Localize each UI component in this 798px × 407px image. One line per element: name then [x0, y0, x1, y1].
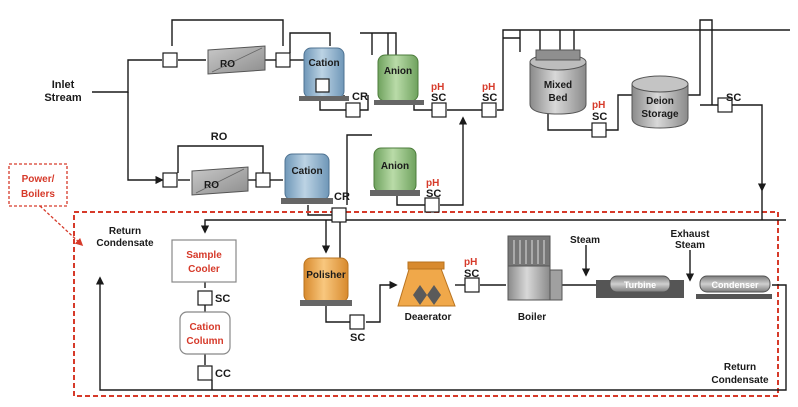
- steam-label: Steam: [570, 235, 600, 246]
- sc-label: SC: [426, 188, 441, 200]
- sc-label: SC: [464, 268, 479, 280]
- cation-tank-top: Cation: [299, 47, 349, 101]
- mixed-bed-label-1: Mixed: [544, 80, 572, 91]
- deaerator: Deaerator: [397, 261, 456, 323]
- sc-sensor: [464, 277, 480, 293]
- boiler-label: Boiler: [518, 312, 546, 323]
- ph-label: pH: [464, 257, 477, 268]
- sc-label: SC: [482, 92, 497, 104]
- mixed-bed-label-2: Bed: [549, 93, 568, 104]
- valve: [162, 172, 178, 188]
- return-condensate-label-2: Condensate: [96, 238, 154, 249]
- ro-unit-top: RO: [207, 45, 266, 75]
- ph-label: pH: [592, 100, 605, 111]
- piping-top: [92, 19, 790, 216]
- anion-tank-top: Anion: [374, 54, 424, 105]
- cr-label: CR: [352, 91, 368, 103]
- cation-top-label: Cation: [308, 58, 339, 69]
- turbine-label: Turbine: [624, 280, 656, 290]
- cr-sensor-bottom: [331, 207, 347, 223]
- anion-bottom-label: Anion: [381, 161, 409, 172]
- deion-label-2: Storage: [641, 109, 679, 120]
- sc-label: SC: [350, 332, 365, 344]
- deion-storage-tank: Deion Storage: [631, 75, 689, 129]
- sc-sensor: [349, 314, 365, 330]
- sc-label: SC: [726, 92, 741, 104]
- turbine: Turbine: [596, 275, 684, 298]
- sc-sensor: [431, 102, 447, 118]
- valve: [275, 52, 291, 68]
- condenser-label: Condenser: [711, 280, 759, 290]
- return-bottom-label-1: Return: [724, 362, 756, 373]
- anion-tank-bottom: Anion: [370, 147, 420, 196]
- ro-bottom-label: RO: [204, 180, 219, 191]
- cc-label: CC: [215, 368, 231, 380]
- ph-label: pH: [431, 82, 444, 93]
- cation-tank-bottom: Cation: [281, 153, 333, 204]
- callout-arrow: [39, 205, 84, 247]
- return-bottom-label-2: Condensate: [711, 375, 769, 386]
- polisher-tank: Polisher: [300, 257, 352, 306]
- cation-column-label-2: Column: [186, 336, 223, 347]
- valve: [255, 172, 271, 188]
- instrument-labels: CR pH SC pH SC pH SC SC CR pH SC SC SC p…: [215, 82, 741, 380]
- ph-label: pH: [482, 82, 495, 93]
- anion-top-label: Anion: [384, 66, 412, 77]
- sc-sensor: [481, 102, 497, 118]
- power-boilers-callout: [8, 163, 68, 207]
- valve-boxes: [162, 52, 733, 381]
- ro-bottom-header: RO: [211, 131, 228, 143]
- return-condensate-label-1: Return: [109, 226, 141, 237]
- sc-sensor: [424, 197, 440, 213]
- stream-label: Stream: [44, 92, 82, 104]
- cation-column-label-1: Cation: [189, 322, 220, 333]
- cr-sensor-top: [345, 102, 361, 118]
- valve: [162, 52, 178, 68]
- polisher-label: Polisher: [306, 270, 346, 281]
- cr-label: CR: [334, 191, 350, 203]
- boiler: Boiler: [507, 235, 563, 323]
- sc-sensor: [197, 290, 213, 306]
- inlet-label: Inlet: [52, 79, 75, 91]
- ro-top-label: RO: [220, 59, 235, 70]
- sample-cooler-label-2: Cooler: [188, 264, 220, 275]
- sc-label: SC: [431, 92, 446, 104]
- deion-label-1: Deion: [646, 96, 674, 107]
- cc-sensor: [197, 365, 213, 381]
- condenser: Condenser: [696, 275, 772, 299]
- exhaust-label-2: Steam: [675, 240, 705, 251]
- exhaust-label-1: Exhaust: [671, 229, 711, 240]
- sc-sensor: [717, 97, 733, 113]
- ph-label: pH: [426, 178, 439, 189]
- sc-label: SC: [215, 293, 230, 305]
- cation-column: Cation Column: [179, 311, 231, 355]
- svg-text:Boilers: Boilers: [21, 189, 55, 200]
- sample-cooler-label-1: Sample: [186, 250, 222, 261]
- deaerator-label: Deaerator: [405, 312, 452, 323]
- sc-sensor: [591, 122, 607, 138]
- sample-cooler: Sample Cooler: [171, 239, 237, 283]
- cation-bottom-label: Cation: [291, 166, 322, 177]
- power-label: Power/: [22, 174, 55, 185]
- mixed-bed-tank: Mixed Bed: [529, 49, 587, 115]
- sc-label: SC: [592, 111, 607, 123]
- ro-unit-bottom: RO RO: [191, 131, 249, 196]
